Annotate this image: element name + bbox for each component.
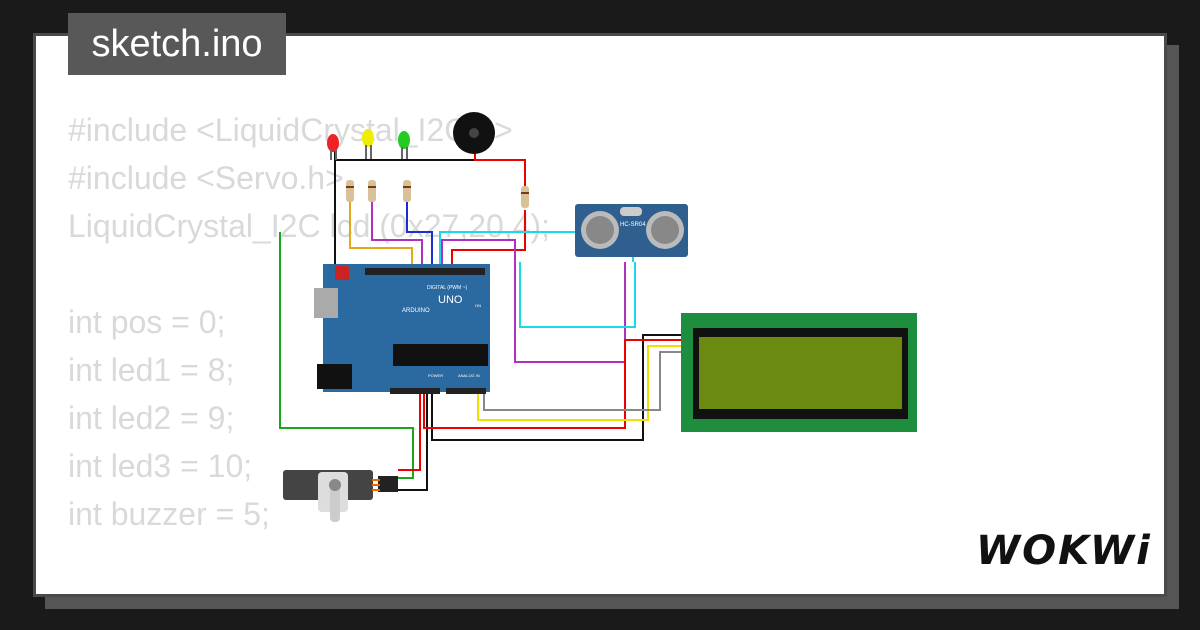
file-tab[interactable]: sketch.ino <box>68 13 286 75</box>
code-line: LiquidCrystal_I2C lcd (0x27,20,4); <box>68 208 551 244</box>
code-line: int led2 = 9; <box>68 400 235 436</box>
analog-label: ANALOG IN <box>458 373 480 378</box>
board-brand: ARDUINO <box>402 308 430 314</box>
led-red[interactable] <box>327 134 339 160</box>
digital-label: DIGITAL (PWM ~) <box>427 285 467 291</box>
ultrasonic-sensor[interactable]: HC-SR04 <box>575 204 688 257</box>
power-label: POWER <box>428 373 443 378</box>
code-line: #define ECHO_PIN 7 <box>68 586 550 594</box>
code-line: int buzzer = 5; <box>68 496 270 532</box>
lcd-display[interactable] <box>681 313 917 432</box>
code-line: #include <Servo.h> <box>68 160 344 196</box>
buzzer[interactable] <box>453 112 495 154</box>
servo-motor[interactable] <box>283 470 398 522</box>
arduino-uno[interactable]: UNO ARDUINO DIGITAL (PWM ~) POWER ANALOG… <box>314 264 490 394</box>
led-green[interactable] <box>398 131 410 159</box>
sensor-label: HC-SR04 <box>620 222 646 228</box>
on-label: ON <box>475 303 481 308</box>
led-yellow[interactable] <box>362 129 374 159</box>
board-model: UNO <box>438 294 463 306</box>
wokwi-logo: WOKWi <box>976 528 1152 574</box>
code-line: int pos = 0; <box>68 304 226 340</box>
code-line: int led3 = 10; <box>68 448 253 484</box>
resistors <box>346 180 529 208</box>
code-line: int led1 = 8; <box>68 352 235 388</box>
